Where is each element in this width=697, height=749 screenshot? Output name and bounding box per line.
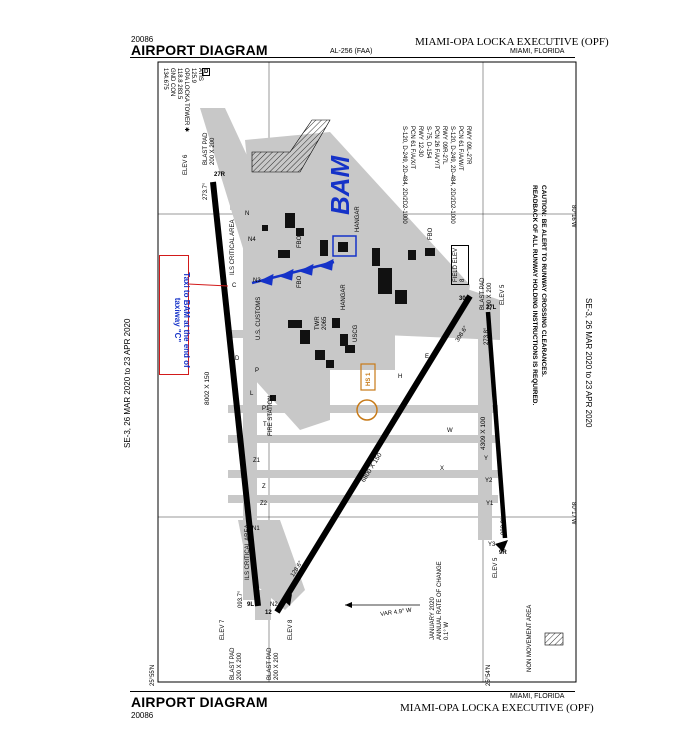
callout-pointer — [187, 283, 229, 287]
runway-label-30: 30 — [459, 296, 466, 302]
building — [332, 318, 340, 328]
building — [288, 320, 302, 328]
taxi-route-arrow — [298, 263, 314, 276]
building — [270, 395, 276, 401]
taxiway-label-y1: Y1 — [486, 501, 494, 507]
taxi-route — [251, 258, 335, 286]
runway-label-27l: 27L — [486, 305, 497, 311]
footer-rule — [130, 691, 575, 692]
taxiway-label-n: N — [245, 211, 249, 217]
hot-spot-circle — [356, 399, 378, 421]
airport-name-top: MIAMI-OPA LOCKA EXECUTIVE (OPF) — [415, 36, 609, 48]
building — [345, 345, 355, 353]
taxiway-label-w: W — [447, 428, 453, 434]
building — [278, 250, 290, 258]
building — [378, 268, 392, 294]
hot-spot-label-box — [360, 363, 376, 391]
building — [285, 213, 295, 228]
airport-name-text: MIAMI-OPA LOCKA EXECUTIVE — [415, 36, 579, 48]
building — [326, 360, 334, 368]
taxiway-label-p: P — [255, 368, 259, 374]
taxiway-label-e: E — [425, 354, 429, 360]
runway-end-marker — [283, 594, 292, 606]
airport-code: (OPF) — [581, 36, 609, 48]
taxiway-cross-1 — [228, 405, 498, 413]
taxiway-label-y3: Y3 — [488, 542, 496, 548]
non-movement-legend-box — [544, 632, 564, 646]
taxiway-cross-2 — [228, 435, 498, 443]
taxiway-label-n2: N2 — [270, 602, 278, 608]
callout-box — [159, 255, 189, 375]
taxiway-label-l: L — [250, 391, 254, 397]
procedure-number-top: 20086 — [131, 35, 154, 44]
taxiway-label-z1: Z1 — [253, 458, 261, 464]
taxiway-label-y2: Y2 — [485, 478, 493, 484]
runway-9l-27r — [210, 181, 261, 607]
taxiway-label-t: T — [263, 422, 267, 428]
taxiway-c-west — [228, 330, 248, 338]
building — [296, 228, 304, 236]
runway-label-9r: 9R — [499, 550, 507, 556]
building — [372, 248, 380, 266]
bam-building-outline — [332, 235, 357, 257]
building — [320, 240, 328, 256]
taxi-route-arrow — [278, 268, 294, 281]
taxiway-label-y: Y — [484, 456, 488, 462]
taxiway-east — [478, 300, 492, 540]
airport-code: (OPF) — [566, 702, 594, 714]
building — [262, 225, 268, 231]
taxiway-label-z: Z — [262, 484, 266, 490]
chart-title-top: AIRPORT DIAGRAM — [131, 42, 268, 58]
building — [425, 248, 435, 256]
buildings — [262, 213, 435, 401]
building — [408, 250, 416, 260]
building — [340, 334, 348, 346]
building — [315, 350, 325, 360]
airport-name-text: MIAMI-OPA LOCKA EXECUTIVE — [400, 702, 564, 714]
taxiway-label-d: D — [235, 356, 240, 362]
non-movement-area-north — [251, 119, 331, 173]
taxiway-label-p1: P1 — [262, 406, 270, 412]
taxi-route-arrow — [258, 273, 274, 286]
airport-name-bottom: MIAMI-OPA LOCKA EXECUTIVE (OPF) — [400, 702, 594, 714]
taxiway-label-c: C — [232, 283, 237, 289]
taxiway-label-z2: Z2 — [260, 501, 268, 507]
runway-end-marker — [495, 540, 508, 552]
runway-9r-27l — [485, 311, 508, 539]
apron-southwest — [238, 520, 305, 610]
chart-id: AL-256 (FAA) — [330, 48, 373, 55]
location-bottom: MIAMI, FLORIDA — [510, 693, 565, 700]
blast-area-north — [230, 170, 248, 210]
building — [338, 242, 348, 252]
d-box: D — [202, 68, 211, 76]
runway-label-12: 12 — [265, 610, 272, 616]
taxi-route-arrow — [318, 258, 334, 271]
location-top: MIAMI, FLORIDA — [510, 48, 565, 55]
magnetic-variation-arrowhead — [345, 602, 352, 608]
runway-label-9l: 9L — [247, 602, 255, 608]
procedure-number-bottom: 20086 — [131, 711, 154, 720]
header-rule — [130, 57, 575, 58]
taxiway-label-x: X — [440, 466, 444, 472]
building — [395, 290, 407, 304]
taxiway-label-n1: N1 — [252, 526, 260, 532]
taxiway-label-n4: N4 — [248, 237, 256, 243]
taxiway-label-h: H — [398, 374, 402, 380]
chart-title-bottom: AIRPORT DIAGRAM — [131, 694, 268, 710]
runway-label-27r: 27R — [214, 172, 226, 178]
building — [300, 330, 310, 344]
taxiway-cross-4 — [228, 495, 498, 503]
runway-12-30 — [274, 294, 473, 614]
diagram-frame — [157, 61, 577, 683]
taxiway-label-n3: N3 — [253, 278, 261, 284]
